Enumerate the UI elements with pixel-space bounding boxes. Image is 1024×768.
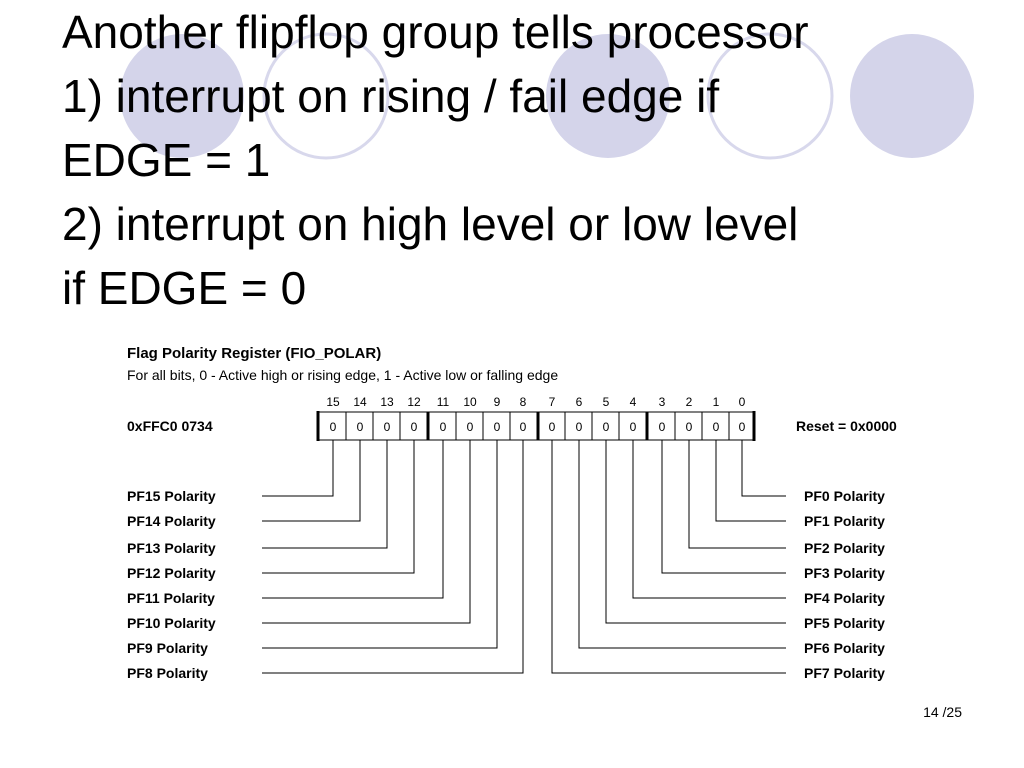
bit-number: 6 xyxy=(576,395,583,409)
deco-circle-4 xyxy=(706,32,834,160)
polarity-label: PF0 Polarity xyxy=(804,488,885,504)
deco-circle-5 xyxy=(850,34,974,158)
connector-line xyxy=(262,440,388,549)
bit-value: 0 xyxy=(440,420,447,434)
register-address: 0xFFC0 0734 xyxy=(127,418,213,434)
connector-line xyxy=(262,440,415,574)
polarity-label: PF7 Polarity xyxy=(804,665,885,681)
polarity-label: PF3 Polarity xyxy=(804,565,885,581)
bit-number: 10 xyxy=(463,395,477,409)
connector-line xyxy=(578,440,786,649)
title-line: EDGE = 1 xyxy=(62,134,271,186)
deco-circle-2 xyxy=(262,32,390,160)
connector-line xyxy=(262,440,444,599)
bit-number: 5 xyxy=(603,395,610,409)
bit-value: 0 xyxy=(520,420,527,434)
bit-value: 0 xyxy=(330,420,337,434)
bit-value: 0 xyxy=(739,420,746,434)
register-description: For all bits, 0 - Active high or rising … xyxy=(127,367,558,383)
connector-line xyxy=(262,440,524,674)
title-line: 1) interrupt on rising / fail edge if xyxy=(62,70,720,122)
bit-value: 0 xyxy=(686,420,693,434)
connector-line xyxy=(605,440,786,624)
polarity-label: PF8 Polarity xyxy=(127,665,208,681)
polarity-label: PF13 Polarity xyxy=(127,540,216,556)
polarity-label: PF1 Polarity xyxy=(804,513,885,529)
bit-value: 0 xyxy=(467,420,474,434)
bit-number: 15 xyxy=(326,395,340,409)
bit-number: 0 xyxy=(739,395,746,409)
connector-line xyxy=(715,440,786,522)
polarity-label: PF2 Polarity xyxy=(804,540,885,556)
bit-value: 0 xyxy=(630,420,637,434)
polarity-label: PF5 Polarity xyxy=(804,615,885,631)
decorative-circles xyxy=(120,32,974,160)
connector-line xyxy=(632,440,786,599)
register-diagram: Flag Polarity Register (FIO_POLAR) For a… xyxy=(127,345,897,681)
bit-value: 0 xyxy=(357,420,364,434)
right-connector-lines xyxy=(551,440,786,674)
bit-number: 14 xyxy=(353,395,367,409)
bit-number: 12 xyxy=(407,395,421,409)
connector-line xyxy=(661,440,786,574)
title-line: 2) interrupt on high level or low level xyxy=(62,198,799,250)
bit-value: 0 xyxy=(549,420,556,434)
polarity-label: PF9 Polarity xyxy=(127,640,208,656)
bit-value: 0 xyxy=(603,420,610,434)
connector-line xyxy=(262,440,361,522)
bit-number: 3 xyxy=(659,395,666,409)
connector-line xyxy=(262,440,471,624)
polarity-label: PF4 Polarity xyxy=(804,590,885,606)
deco-circle-1 xyxy=(120,34,244,158)
slide-title: Another flipflop group tells processor 1… xyxy=(62,0,1002,320)
connector-line xyxy=(551,440,786,674)
bit-number: 11 xyxy=(437,395,450,409)
bit-number: 4 xyxy=(630,395,637,409)
connector-line xyxy=(688,440,786,549)
bit-number: 8 xyxy=(520,395,527,409)
bit-value: 0 xyxy=(713,420,720,434)
bit-value: 0 xyxy=(384,420,391,434)
bit-number: 13 xyxy=(380,395,394,409)
connector-line xyxy=(262,440,498,649)
bit-value: 0 xyxy=(659,420,666,434)
connector-line xyxy=(741,440,786,497)
polarity-label: PF6 Polarity xyxy=(804,640,885,656)
bit-number: 1 xyxy=(713,395,720,409)
polarity-label: PF11 Polarity xyxy=(127,590,215,606)
polarity-label: PF15 Polarity xyxy=(127,488,216,504)
bit-value: 0 xyxy=(494,420,501,434)
polarity-label: PF12 Polarity xyxy=(127,565,216,581)
bit-value: 0 xyxy=(576,420,583,434)
page-number: 14 /25 xyxy=(923,704,962,720)
bit-value: 0 xyxy=(411,420,418,434)
polarity-label: PF10 Polarity xyxy=(127,615,216,631)
register-bit-box xyxy=(316,411,756,441)
register-reset-value: Reset = 0x0000 xyxy=(796,418,897,434)
left-connector-lines xyxy=(262,440,524,674)
bit-value-row: 0 0 0 0 0 0 0 0 0 0 0 0 0 0 0 0 xyxy=(330,420,746,434)
bit-number: 9 xyxy=(494,395,501,409)
connector-line xyxy=(262,440,334,497)
bit-number: 2 xyxy=(686,395,693,409)
bit-number: 7 xyxy=(549,395,556,409)
polarity-label: PF14 Polarity xyxy=(127,513,216,529)
deco-circle-3 xyxy=(546,34,670,158)
title-line: if EDGE = 0 xyxy=(62,262,307,314)
title-line: Another flipflop group tells processor xyxy=(62,6,809,58)
register-title: Flag Polarity Register (FIO_POLAR) xyxy=(127,345,381,362)
